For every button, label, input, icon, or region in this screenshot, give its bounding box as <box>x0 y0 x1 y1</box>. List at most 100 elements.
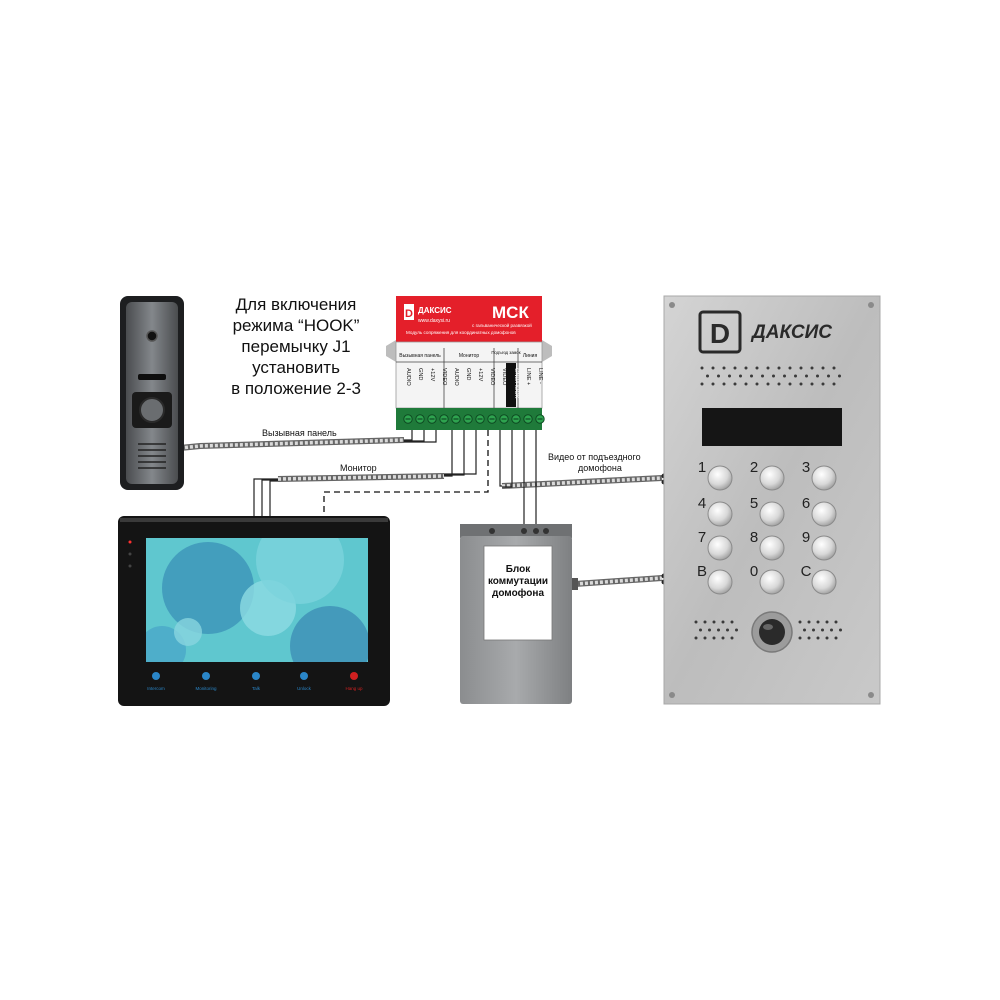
grille-hole <box>805 375 808 378</box>
grille-hole <box>808 621 811 624</box>
module-subtitle: Модуль сопряжения для координатных домоф… <box>406 330 516 335</box>
grille-hole <box>756 367 759 370</box>
msk-module: D ДАКСИС www.daxysi.ru МСК с гальваничес… <box>386 296 552 430</box>
block-cable-gland <box>572 578 578 590</box>
keypad-button[interactable] <box>812 536 836 560</box>
monitor-wire-label: Монитор <box>340 463 377 473</box>
grille-hole <box>794 375 797 378</box>
monitor-button-icon[interactable] <box>350 672 358 680</box>
keypad-button[interactable] <box>760 536 784 560</box>
screw-icon <box>669 692 675 698</box>
keypad-label: 9 <box>802 529 810 546</box>
keypad-label: В <box>697 563 707 580</box>
grille-hole <box>783 375 786 378</box>
grille-hole <box>735 629 738 632</box>
grille-hole <box>767 367 770 370</box>
grille-hole <box>761 375 764 378</box>
keypad-button[interactable] <box>760 570 784 594</box>
grille-hole <box>778 367 781 370</box>
grille-hole <box>789 367 792 370</box>
grille-hole <box>835 621 838 624</box>
screw-icon <box>669 302 675 308</box>
screw-icon <box>868 692 874 698</box>
monitor-button-icon[interactable] <box>252 672 260 680</box>
keypad-button[interactable] <box>760 502 784 526</box>
monitor-button-icon[interactable] <box>202 672 210 680</box>
grille-hole <box>817 637 820 640</box>
camera-lens-icon <box>147 331 157 341</box>
switching-block: Блок коммутации домофона <box>460 524 578 704</box>
grille-hole <box>799 637 802 640</box>
keypad-label: 3 <box>802 459 810 476</box>
call-button[interactable] <box>140 398 164 422</box>
monitor-drop-1 <box>254 479 278 518</box>
panel-line-cable <box>575 578 662 584</box>
keypad-button[interactable] <box>812 570 836 594</box>
grille-hole <box>827 375 830 378</box>
entrance-gnd-wire <box>502 430 512 487</box>
keypad-button[interactable] <box>812 466 836 490</box>
keypad-label: 7 <box>698 529 706 546</box>
grille-hole <box>800 367 803 370</box>
keypad-label: 1 <box>698 459 706 476</box>
group-label-call-panel: Вызывная панель <box>399 353 441 359</box>
grille-hole <box>695 637 698 640</box>
grille-hole <box>745 383 748 386</box>
keypad-button[interactable] <box>708 536 732 560</box>
video-monitor: IntercomMonitoringTalkUnlockHang up <box>118 516 390 706</box>
terminal-label: GND <box>417 368 423 380</box>
monitor-wire-12v <box>444 430 476 474</box>
grille-hole <box>717 375 720 378</box>
grille-hole <box>701 367 704 370</box>
keypad-button[interactable] <box>708 570 732 594</box>
grille-hole <box>722 637 725 640</box>
grille-hole <box>713 621 716 624</box>
block-label: коммутации <box>488 576 548 587</box>
grille-hole <box>821 629 824 632</box>
grille-hole <box>731 621 734 624</box>
keypad-button[interactable] <box>760 466 784 490</box>
grille-hole <box>712 383 715 386</box>
grille-hole <box>839 629 842 632</box>
call-panel <box>120 296 184 490</box>
block-top-terminals <box>460 524 572 538</box>
group-label-line: Линия <box>523 353 538 359</box>
mount-tab <box>386 340 396 362</box>
monitor-button-icon[interactable] <box>300 672 308 680</box>
grille-hole <box>699 629 702 632</box>
grille-hole <box>731 637 734 640</box>
grille-hole <box>750 375 753 378</box>
grille-hole <box>833 383 836 386</box>
keypad-button[interactable] <box>708 466 732 490</box>
grille-hole <box>812 629 815 632</box>
terminal-label: VIDEO <box>489 368 495 386</box>
keypad-label: 5 <box>750 495 758 512</box>
terminal-label: GND <box>465 368 471 380</box>
video-wire-label: Видео от подъездного <box>548 452 641 462</box>
entrance-video-wire <box>500 430 502 486</box>
door-panel-display <box>702 408 842 446</box>
terminal-label: VIDEO <box>501 368 507 386</box>
terminal-label: AUDIO <box>453 368 459 386</box>
monitor-button-label: Talk <box>252 686 261 691</box>
keypad-button[interactable] <box>708 502 732 526</box>
block-label: Блок <box>506 564 532 575</box>
keypad-label: 8 <box>750 529 758 546</box>
key-reader-icon[interactable] <box>759 619 785 645</box>
monitor-button-label: Hang up <box>345 686 363 691</box>
grille-hole <box>723 383 726 386</box>
keypad-label: С <box>801 563 812 580</box>
keypad-button[interactable] <box>812 502 836 526</box>
monitor-drop-3 <box>270 481 278 518</box>
monitor-button-icon[interactable] <box>152 672 160 680</box>
grille-hole <box>695 621 698 624</box>
monitor-button-label: Monitoring <box>195 686 217 691</box>
grille-hole <box>734 383 737 386</box>
grille-hole <box>816 375 819 378</box>
grille-hole <box>778 383 781 386</box>
keypad-label: 6 <box>802 495 810 512</box>
call-wire-audio <box>404 430 412 440</box>
grille-hole <box>712 367 715 370</box>
module-site: www.daxysi.ru <box>418 318 450 324</box>
grille-hole <box>826 621 829 624</box>
